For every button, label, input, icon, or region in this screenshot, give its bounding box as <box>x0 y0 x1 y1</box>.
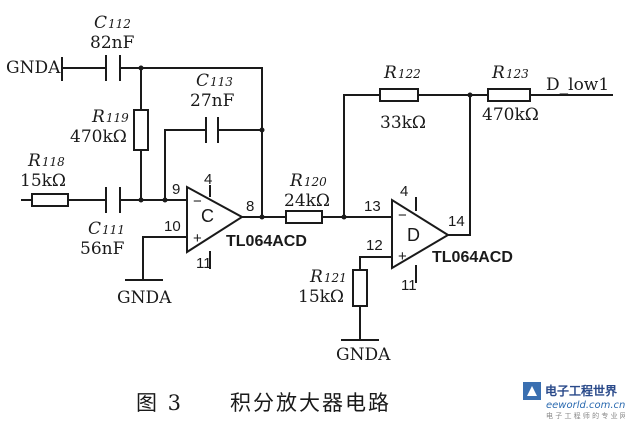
eeworld-logo-icon <box>523 382 541 400</box>
label-r120-sub: 120 <box>304 175 327 189</box>
label-r118-ref: R <box>27 151 41 171</box>
watermark-url: eeworld.com.cn <box>546 400 625 411</box>
opamp-d-minus-sign: − <box>398 207 407 224</box>
label-r120: R120 24kΩ <box>284 171 330 211</box>
capacitor-c111 <box>105 187 121 213</box>
opamp-d-pin-vneg: 11 <box>401 277 417 294</box>
label-r120-value: 24kΩ <box>284 191 330 211</box>
opamp-c-pin-inv: 9 <box>172 181 180 198</box>
label-r123-sub: 123 <box>506 67 529 81</box>
label-r121-value: 15kΩ <box>298 287 344 307</box>
eeworld-watermark: 电子工程世界 eeworld.com.cn 电 子 工 程 师 的 专 业 网 … <box>523 382 625 420</box>
net-label-output: D_low1 <box>546 75 609 95</box>
label-c113-ref: C <box>196 71 209 91</box>
svg-text:C113: C113 <box>196 71 233 91</box>
label-r123-ref: R <box>491 63 505 83</box>
opamp-c-plus-sign: + <box>193 230 202 247</box>
svg-text:R120: R120 <box>289 171 327 191</box>
label-r121-ref: R <box>309 267 323 287</box>
opamp-c-pin-vneg: 11 <box>196 255 212 272</box>
label-r122-sub: 122 <box>398 67 421 81</box>
label-c111-value: 56nF <box>80 239 125 259</box>
opamp-c-pins: 9 10 4 11 8 <box>164 171 254 272</box>
label-c111-ref: C <box>88 219 101 239</box>
label-c113-value: 27nF <box>190 91 235 111</box>
label-c112-value: 82nF <box>90 33 135 53</box>
opamp-d: − + D <box>391 198 450 270</box>
svg-text:R121: R121 <box>309 267 347 287</box>
opamp-d-pin-noninv: 12 <box>366 237 383 254</box>
svg-text:C111: C111 <box>88 219 125 239</box>
opamp-c-part-number: TL064ACD <box>226 233 307 250</box>
opamp-d-pin-vpos: 4 <box>400 183 408 200</box>
svg-text:R118: R118 <box>27 151 65 171</box>
capacitor-c113 <box>205 117 219 143</box>
label-c111: C111 56nF <box>80 219 125 259</box>
junction-dots <box>138 65 473 220</box>
label-r123-value: 470kΩ <box>482 105 539 125</box>
opamp-c-letter: C <box>201 206 214 226</box>
label-r123: R123 470kΩ <box>482 63 539 125</box>
svg-text:R119: R119 <box>91 107 129 127</box>
label-r121: R121 15kΩ <box>298 267 347 307</box>
resistor-r118 <box>31 193 69 207</box>
resistor-r119 <box>133 109 149 151</box>
opamp-c-minus-sign: − <box>193 193 202 210</box>
label-r119-ref: R <box>91 107 105 127</box>
label-r121-sub: 121 <box>324 271 347 285</box>
label-c112-sub: 112 <box>108 17 131 31</box>
figure-caption: 图 3 积分放大器电路 <box>136 391 391 415</box>
watermark-tagline: 电 子 工 程 师 的 专 业 网 站 <box>546 411 625 420</box>
label-r122: R122 33kΩ <box>380 63 426 133</box>
label-r118-sub: 118 <box>42 155 65 169</box>
opamp-d-plus-sign: + <box>398 248 407 265</box>
resistor-r120 <box>285 210 323 224</box>
svg-text:R122: R122 <box>383 63 421 83</box>
net-label-gnda-left: GNDA <box>6 58 61 78</box>
label-c113: C113 27nF <box>190 71 235 111</box>
label-r122-value: 33kΩ <box>380 113 426 133</box>
label-c112-ref: C <box>94 13 107 33</box>
label-r118: R118 15kΩ <box>20 151 66 191</box>
opamp-c-pin-out: 8 <box>246 198 254 215</box>
opamp-c: − + C <box>186 185 244 254</box>
figure-title: 积分放大器电路 <box>230 391 391 415</box>
watermark-brand: 电子工程世界 <box>545 383 617 398</box>
opamp-d-letter: D <box>407 225 420 245</box>
opamp-d-pin-inv: 13 <box>364 198 381 215</box>
label-r122-ref: R <box>383 63 397 83</box>
label-r119-sub: 119 <box>106 111 129 125</box>
resistor-r123 <box>487 88 531 102</box>
label-r120-ref: R <box>289 171 303 191</box>
label-c113-sub: 113 <box>210 75 233 89</box>
label-c111-sub: 111 <box>102 223 125 237</box>
resistor-r122 <box>379 88 419 102</box>
label-r119-value: 470kΩ <box>70 127 127 147</box>
opamp-d-part-number: TL064ACD <box>432 249 513 266</box>
label-r119: R119 470kΩ <box>70 107 129 147</box>
svg-text:R123: R123 <box>491 63 529 83</box>
resistor-r121 <box>352 269 368 307</box>
opamp-c-pin-vpos: 4 <box>204 171 212 188</box>
capacitor-c112 <box>105 55 121 81</box>
opamp-d-pin-out: 14 <box>448 213 465 230</box>
wires <box>21 57 613 339</box>
label-c112: C112 82nF <box>90 13 135 53</box>
opamp-c-pin-noninv: 10 <box>164 218 181 235</box>
net-label-gnda-bottom-left: GNDA <box>117 288 172 308</box>
label-r118-value: 15kΩ <box>20 171 66 191</box>
opamp-d-pins: 13 12 4 11 14 <box>364 183 465 294</box>
figure-number: 图 3 <box>136 391 183 415</box>
net-label-gnda-bottom-right: GNDA <box>336 345 391 365</box>
svg-text:C112: C112 <box>94 13 131 33</box>
